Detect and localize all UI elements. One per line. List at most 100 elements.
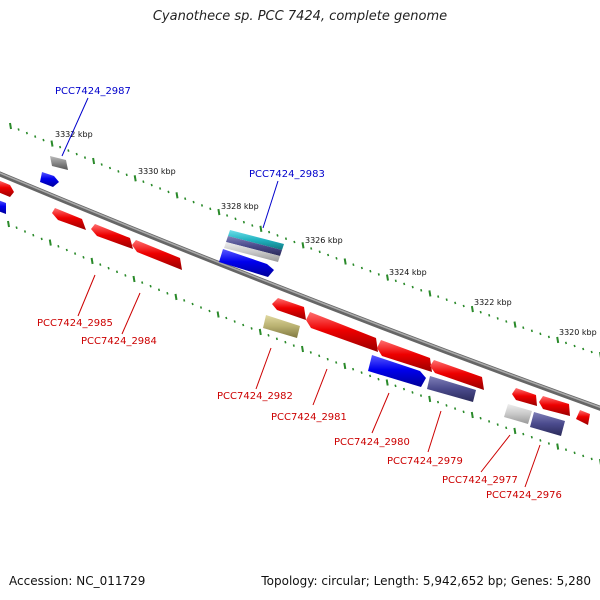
minor-tick — [200, 204, 204, 207]
minor-tick — [462, 410, 465, 414]
gene-arrow[interactable] — [430, 360, 484, 390]
minor-tick — [150, 183, 153, 187]
gene-arrow[interactable] — [530, 412, 565, 436]
minor-tick — [369, 269, 372, 273]
minor-tick — [157, 288, 161, 292]
minor-tick — [65, 248, 68, 252]
minor-tick — [573, 344, 576, 348]
minor-tick — [335, 256, 338, 260]
minor-tick — [479, 310, 482, 314]
major-tick — [7, 220, 10, 228]
gene-arrow[interactable] — [576, 410, 590, 425]
minor-tick — [590, 457, 593, 461]
gene-label[interactable]: PCC7424_2981 — [271, 412, 347, 423]
minor-tick — [234, 217, 237, 221]
minor-tick — [242, 220, 245, 224]
ruler-outer — [9, 122, 600, 359]
major-tick — [556, 443, 560, 450]
minor-tick — [539, 439, 542, 442]
gene-arrow[interactable] — [219, 249, 274, 277]
minor-tick — [209, 207, 212, 211]
minor-tick — [488, 420, 491, 423]
gene-label[interactable]: PCC7424_2987 — [55, 86, 131, 97]
minor-tick — [199, 306, 203, 309]
gene-label[interactable]: PCC7424_2976 — [486, 490, 562, 501]
gene-arrow[interactable] — [427, 376, 476, 402]
gene-arrow[interactable] — [0, 180, 14, 197]
major-tick — [301, 242, 305, 249]
ruler-labels: 3332 kbp 3330 kbp 3328 kbp 3326 kbp 3324… — [55, 130, 597, 337]
minor-tick — [454, 301, 457, 305]
minor-tick — [167, 190, 170, 194]
major-tick — [92, 157, 96, 165]
gene-arrow[interactable] — [512, 388, 537, 406]
minor-tick — [582, 347, 585, 351]
minor-tick — [108, 166, 112, 170]
gene-arrow[interactable] — [132, 240, 182, 270]
gene-arrow[interactable] — [377, 340, 432, 372]
minor-tick — [40, 237, 43, 241]
minor-tick — [394, 279, 397, 283]
tick-label: 3324 kbp — [389, 268, 427, 277]
minor-tick — [15, 226, 18, 230]
tick-label: 3320 kbp — [559, 328, 597, 337]
minor-tick — [590, 350, 593, 354]
gene-arrow[interactable] — [52, 208, 86, 230]
gene-arrow[interactable] — [272, 298, 306, 320]
minor-tick — [267, 333, 270, 337]
major-tick — [258, 328, 262, 336]
gene-arrow[interactable] — [228, 230, 284, 250]
gene-arrow[interactable] — [263, 315, 300, 338]
minor-tick — [377, 273, 380, 276]
minor-tick — [530, 329, 533, 333]
gene-label[interactable]: PCC7424_2977 — [442, 475, 518, 486]
gene-arrow[interactable] — [368, 355, 426, 387]
minor-tick — [191, 302, 194, 306]
minor-tick — [183, 299, 186, 302]
minor-tick — [309, 351, 312, 354]
minor-tick — [276, 234, 279, 237]
minor-tick — [268, 230, 271, 234]
gene-arrow[interactable] — [224, 242, 280, 262]
major-tick — [132, 275, 136, 283]
major-tick — [174, 293, 178, 301]
gene-label[interactable]: PCC7424_2982 — [217, 391, 293, 402]
major-tick — [133, 175, 137, 182]
major-tick — [470, 411, 474, 419]
gene-label[interactable]: PCC7424_2984 — [81, 336, 157, 347]
major-tick — [259, 225, 263, 232]
minor-tick — [582, 454, 585, 458]
minor-tick — [496, 317, 499, 320]
gene-label[interactable]: PCC7424_2979 — [387, 456, 463, 467]
gene-arrow[interactable] — [226, 236, 282, 256]
gene-arrow[interactable] — [504, 404, 532, 424]
minor-tick — [454, 407, 457, 410]
tick-label: 3330 kbp — [138, 167, 176, 176]
gene-arrow[interactable] — [306, 312, 378, 352]
gene-arrow[interactable] — [0, 200, 6, 214]
minor-tick — [225, 316, 228, 320]
major-tick — [48, 239, 52, 246]
major-tick — [470, 305, 474, 313]
major-tick — [386, 274, 389, 281]
gene-label[interactable]: PCC7424_2980 — [334, 437, 410, 448]
minor-tick — [59, 145, 62, 149]
minor-tick — [530, 435, 533, 439]
minor-tick — [547, 335, 550, 339]
gene-arrow[interactable] — [40, 172, 59, 187]
tick-label: 3332 kbp — [55, 130, 93, 139]
gene-arrow[interactable] — [50, 156, 68, 170]
gene-arrow[interactable] — [91, 224, 133, 249]
major-tick — [217, 208, 221, 216]
gene-label[interactable]: PCC7424_2983 — [249, 169, 325, 180]
major-tick — [216, 311, 220, 318]
minor-tick — [360, 266, 363, 270]
gene-arrow[interactable] — [539, 396, 570, 416]
minor-tick — [539, 332, 542, 336]
minor-tick — [522, 326, 525, 330]
major-tick — [90, 257, 94, 265]
minor-tick — [369, 374, 372, 378]
gene-label[interactable]: PCC7424_2985 — [37, 318, 113, 329]
major-tick — [513, 427, 517, 435]
